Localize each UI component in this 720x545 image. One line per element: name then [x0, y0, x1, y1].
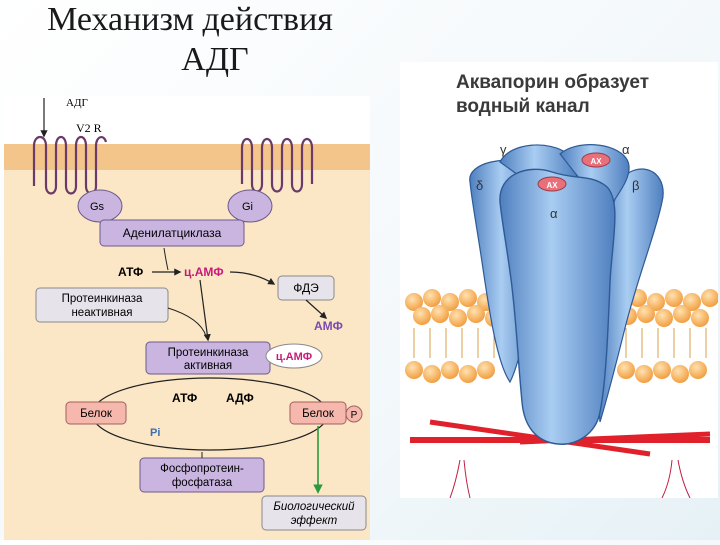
pore-marker-top	[581, 152, 611, 168]
adenylate-cyclase-label: Аденилатциклаза	[123, 226, 222, 240]
aquaporin-diagram: Аквапорин образует водный канал	[400, 62, 719, 499]
atp-top-label: АТФ	[118, 265, 143, 279]
pi-label: Pi	[150, 427, 160, 439]
aquaporin-title-line1: Аквапорин образует	[456, 72, 649, 93]
phosphate-label: P	[351, 410, 358, 421]
subunit-delta-label: δ	[476, 178, 483, 193]
slide-title: Механизм действия АДГ	[0, 0, 380, 80]
adh-mechanism-svg: АДГ V2 R Gs Gi Аденилатциклаза АТФ ц.АМФ…	[4, 97, 370, 540]
effect-line2: эффект	[291, 515, 338, 527]
pk-active-line1: Протеинкиназа	[168, 347, 249, 359]
subunit-alpha-center-label: α	[550, 206, 558, 221]
v2-receptor	[32, 135, 108, 195]
camp-top-label: ц.АМФ	[184, 265, 224, 279]
aquaporin-svg: Аквапорин образует водный канал	[405, 72, 719, 499]
pk-active-line2: активная	[184, 360, 232, 372]
camp-bound-label: ц.АМФ	[276, 351, 312, 363]
pore-marker-center	[537, 176, 567, 192]
gi-protein	[227, 189, 273, 223]
adp-cycle-label: АДФ	[226, 391, 254, 405]
pore-label-1: AX	[590, 157, 602, 166]
lipid-bilayer-bottom	[405, 361, 707, 383]
receptor-label: V2 R	[76, 121, 102, 135]
camp-to-pk-arrow	[199, 279, 211, 342]
pk-inactive-box	[35, 287, 169, 323]
effect-box	[261, 495, 367, 531]
pde-to-amp-arrow	[305, 299, 328, 319]
phosphatase-line1: Фосфопротеин-	[160, 463, 244, 475]
protein-left-label: Белок	[80, 408, 113, 420]
camp-to-pde-arrow	[229, 271, 276, 285]
adenylate-cyclase-box	[99, 219, 245, 247]
slide-title-line2: АДГ	[181, 41, 249, 78]
ligand-label: АДГ	[66, 97, 88, 109]
pore-label-2: AX	[546, 181, 558, 190]
gs-label: Gs	[90, 201, 105, 213]
subunit-gamma-label: γ	[500, 142, 507, 157]
pk-inactive-line1: Протеинкиназа	[62, 293, 143, 305]
phosphate-circle	[345, 405, 363, 423]
pk-inactive-line2: неактивная	[71, 307, 132, 319]
inhibitory-receptor	[240, 137, 314, 193]
aquaporin-title-line2: водный канал	[456, 96, 590, 117]
camp-bound-ellipse	[265, 343, 323, 369]
amp-label: АМФ	[314, 319, 343, 333]
subunit-alpha-top-label: α	[622, 142, 630, 157]
gi-label: Gi	[242, 201, 253, 213]
slide-title-line1: Механизм действия	[47, 1, 333, 38]
phosphatase-line2: фосфатаза	[172, 477, 233, 489]
pk-inactive-to-active-arrow	[167, 307, 207, 337]
aquaporin-tetramer	[469, 144, 664, 445]
atp-cycle-label: АТФ	[172, 391, 197, 405]
effect-line1: Биологический	[273, 501, 355, 513]
pde-label: ФДЭ	[293, 281, 319, 295]
protein-right-label: Белок	[302, 408, 335, 420]
protein-left-box	[65, 401, 127, 425]
subunit-beta-label: β	[632, 178, 639, 193]
cell-membrane	[4, 144, 370, 170]
adh-mechanism-diagram: АДГ V2 R Gs Gi Аденилатциклаза АТФ ц.АМФ…	[4, 96, 370, 540]
lipid-tails	[413, 328, 707, 358]
cyclase-catalysis-arrow	[163, 247, 169, 271]
